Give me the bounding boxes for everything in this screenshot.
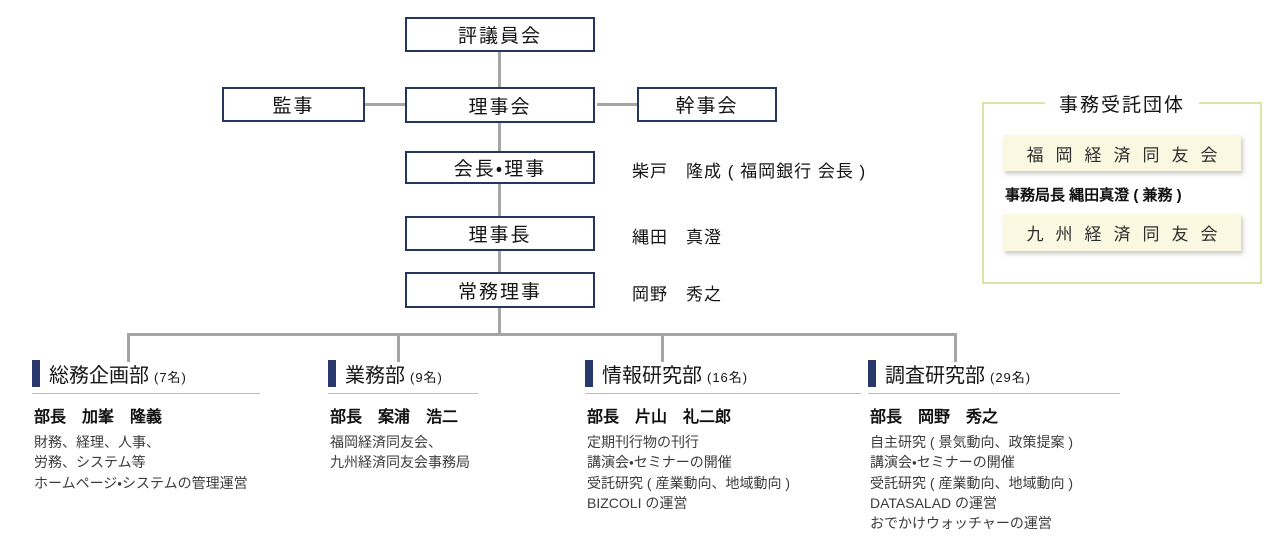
duty-line: 労務、システム等	[34, 454, 146, 471]
department-title: 業務部	[345, 365, 405, 387]
department-title: 情報研究部	[602, 365, 702, 387]
department-member-count: (16名)	[707, 370, 749, 385]
department-column-general-affairs: 総務企画部 (7名) 部長 加峯 隆義 財務、経理、人事、労務、システム等ホーム…	[32, 359, 320, 493]
connector-line	[498, 184, 501, 217]
department-head: 部長 案浦 浩二	[330, 409, 459, 426]
box-secretariat: 幹事会	[637, 87, 777, 122]
box-chairman-director: 会長・理事	[405, 151, 595, 184]
department-title: 調査研究部	[885, 365, 985, 387]
department-member-count: (29名)	[990, 370, 1032, 385]
connector-line	[498, 52, 501, 88]
department-duties: 福岡経済同友会、九州経済同友会事務局	[330, 432, 583, 473]
department-duties: 財務、経理、人事、労務、システム等ホームページ・システムの管理運営	[34, 432, 320, 493]
side-panel-title: 事務受託団体	[1044, 90, 1200, 117]
department-column-operations: 業務部 (9名) 部長 案浦 浩二 福岡経済同友会、九州経済同友会事務局	[328, 359, 583, 473]
box-auditor: 監事	[222, 87, 365, 122]
department-head: 部長 岡野 秀之	[870, 409, 999, 426]
duty-line: BIZCOLI の運営	[587, 494, 688, 511]
connector-line	[498, 308, 501, 336]
connector-line	[661, 333, 664, 362]
department-column-information-research: 情報研究部 (16名) 部長 片山 礼二郎 定期刊行物の刊行講演会・セミナーの開…	[585, 359, 875, 513]
box-council: 評議員会	[405, 17, 595, 52]
duty-line: 講演会・セミナーの開催	[587, 454, 732, 471]
duty-line: ホームページ・システムの管理運営	[34, 474, 248, 491]
connector-line	[498, 251, 501, 273]
department-header: 情報研究部 (16名)	[585, 359, 861, 394]
duty-line: 定期刊行物の刊行	[587, 434, 699, 450]
department-head: 部長 片山 礼二郎	[587, 409, 732, 426]
department-title: 総務企画部	[49, 365, 149, 387]
department-head: 部長 加峯 隆義	[34, 409, 163, 426]
box-managing-director: 常務理事	[405, 272, 595, 308]
officer-name-president: 縄田 真澄	[632, 228, 722, 247]
department-duties: 自主研究 ( 景気動向、政策提案 ) 講演会・セミナーの開催受託研究 ( 産業動向…	[870, 432, 1198, 533]
duty-line: おでかけウォッチャーの運営	[870, 515, 1052, 532]
side-panel-org-kyushu: 九州経済同友会	[1003, 214, 1241, 251]
duty-line: 受託研究 ( 産業動向、地域動向 )	[587, 474, 790, 491]
box-president: 理事長	[405, 216, 595, 251]
side-panel-org-fukuoka: 福岡経済同友会	[1003, 135, 1241, 171]
department-duties: 定期刊行物の刊行講演会・セミナーの開催受託研究 ( 産業動向、地域動向 ) BIZ…	[587, 432, 875, 513]
side-panel-note: 事務局長 縄田真澄 ( 兼務 )	[1005, 187, 1182, 204]
connector-line	[127, 333, 130, 362]
department-accent-bar	[585, 360, 593, 387]
department-header: 業務部 (9名)	[328, 359, 478, 394]
duty-line: DATASALAD の運営	[870, 494, 998, 511]
department-member-count: (9名)	[410, 370, 443, 385]
department-header: 調査研究部 (29名)	[868, 359, 1120, 394]
department-member-count: (7名)	[154, 370, 187, 385]
officer-name-chairman: 柴戸 隆成 ( 福岡銀行 会長 )	[632, 162, 867, 181]
connector-line	[397, 333, 400, 362]
connector-line	[954, 333, 957, 362]
connector-line	[365, 103, 405, 106]
department-accent-bar	[868, 360, 876, 387]
box-board: 理事会	[405, 87, 595, 123]
department-header: 総務企画部 (7名)	[32, 359, 260, 394]
officer-name-managing-director: 岡野 秀之	[632, 285, 722, 304]
duty-line: 福岡経済同友会、	[330, 434, 442, 450]
duty-line: 受託研究 ( 産業動向、地域動向 )	[870, 474, 1073, 491]
duty-line: 財務、経理、人事、	[34, 434, 160, 450]
department-accent-bar	[328, 360, 336, 387]
connector-line	[127, 333, 957, 336]
connector-line	[498, 123, 501, 152]
department-column-survey-research: 調査研究部 (29名) 部長 岡野 秀之 自主研究 ( 景気動向、政策提案 ) 講…	[868, 359, 1198, 533]
duty-line: 九州経済同友会事務局	[330, 454, 470, 471]
duty-line: 自主研究 ( 景気動向、政策提案 )	[870, 434, 1073, 450]
side-panel-entrusted-organizations: 事務受託団体 福岡経済同友会 事務局長 縄田真澄 ( 兼務 ) 九州経済同友会	[982, 90, 1262, 284]
connector-line	[597, 103, 637, 106]
duty-line: 講演会・セミナーの開催	[870, 454, 1015, 471]
department-accent-bar	[32, 360, 40, 387]
